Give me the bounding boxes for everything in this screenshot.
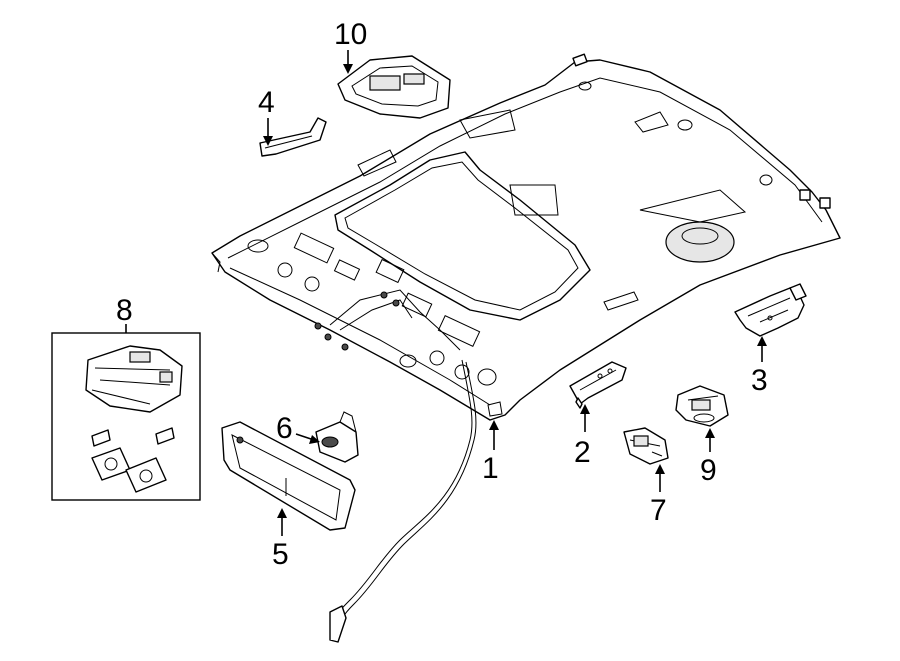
callout-number-5: 5 bbox=[272, 538, 289, 571]
callout-7: 7 bbox=[650, 464, 667, 527]
headliner-panel bbox=[211, 59, 841, 643]
callout-8: 8 bbox=[116, 294, 133, 333]
visor-holder-part bbox=[315, 411, 359, 463]
callout-5: 5 bbox=[272, 508, 289, 571]
rear-bracket-part bbox=[734, 283, 807, 337]
callout-number-6: 6 bbox=[276, 412, 293, 445]
callout-2: 2 bbox=[574, 404, 591, 469]
bracket-part bbox=[569, 361, 627, 409]
sun-visor-part bbox=[221, 421, 356, 531]
callout-4: 4 bbox=[258, 86, 275, 146]
dome-part bbox=[675, 385, 729, 427]
callout-number-8: 8 bbox=[116, 294, 133, 327]
callout-number-3: 3 bbox=[751, 364, 768, 397]
callout-number-7: 7 bbox=[650, 494, 667, 527]
callout-10: 10 bbox=[334, 18, 367, 74]
callout-number-1: 1 bbox=[482, 452, 499, 485]
callout-number-9: 9 bbox=[700, 454, 717, 487]
callout-number-4: 4 bbox=[258, 86, 275, 119]
callout-6: 6 bbox=[276, 412, 320, 445]
callout-number-2: 2 bbox=[574, 436, 591, 469]
map-lamp-assembly bbox=[51, 332, 201, 501]
grab-handle-part bbox=[259, 117, 327, 157]
callout-number-10: 10 bbox=[334, 18, 367, 51]
switch-part bbox=[623, 427, 669, 465]
overhead-console-part bbox=[337, 55, 451, 119]
callout-3: 3 bbox=[751, 336, 768, 397]
callout-1: 1 bbox=[482, 420, 499, 485]
callout-9: 9 bbox=[700, 428, 717, 487]
edge-clips bbox=[572, 53, 831, 209]
